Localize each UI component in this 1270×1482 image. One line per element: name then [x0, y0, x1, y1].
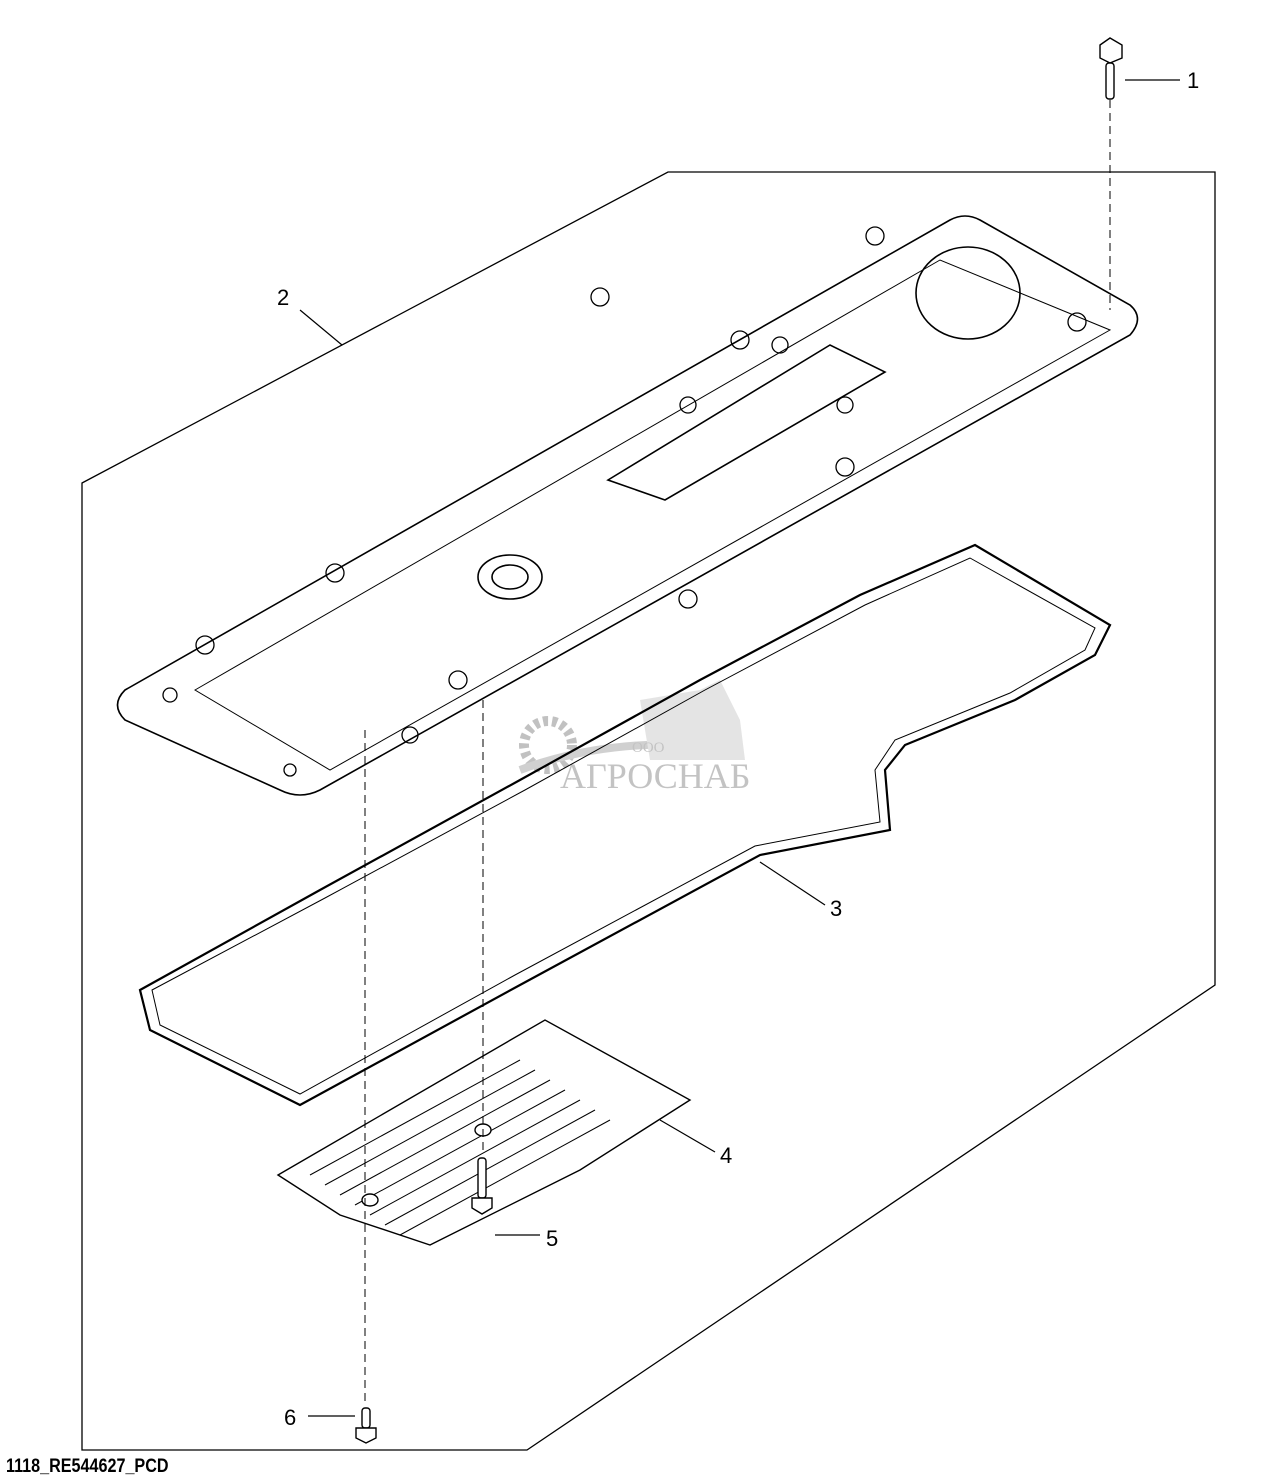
assembly-frame	[81, 171, 1216, 1451]
bolt-6	[355, 1407, 377, 1444]
callout-6: 6	[284, 1405, 296, 1430]
leader-lines	[299, 79, 1180, 1417]
valve-cover	[116, 215, 1139, 796]
callout-5: 5	[546, 1226, 558, 1251]
callout-4: 4	[720, 1143, 732, 1168]
watermark-prefix: ООО	[632, 740, 665, 756]
gasket	[138, 543, 1112, 1107]
watermark-logo: ООО АГРОСНАБ	[518, 680, 750, 796]
watermark-name: АГРОСНАБ	[560, 756, 750, 796]
bolt-5	[471, 1157, 493, 1215]
callout-1: 1	[1187, 68, 1199, 93]
drawing-code: 1118_RE544627_PCD	[6, 1456, 169, 1477]
alignment-lines	[364, 100, 1111, 1405]
bolt-1	[1099, 37, 1123, 100]
callout-3: 3	[830, 896, 842, 921]
callout-2: 2	[277, 285, 289, 310]
